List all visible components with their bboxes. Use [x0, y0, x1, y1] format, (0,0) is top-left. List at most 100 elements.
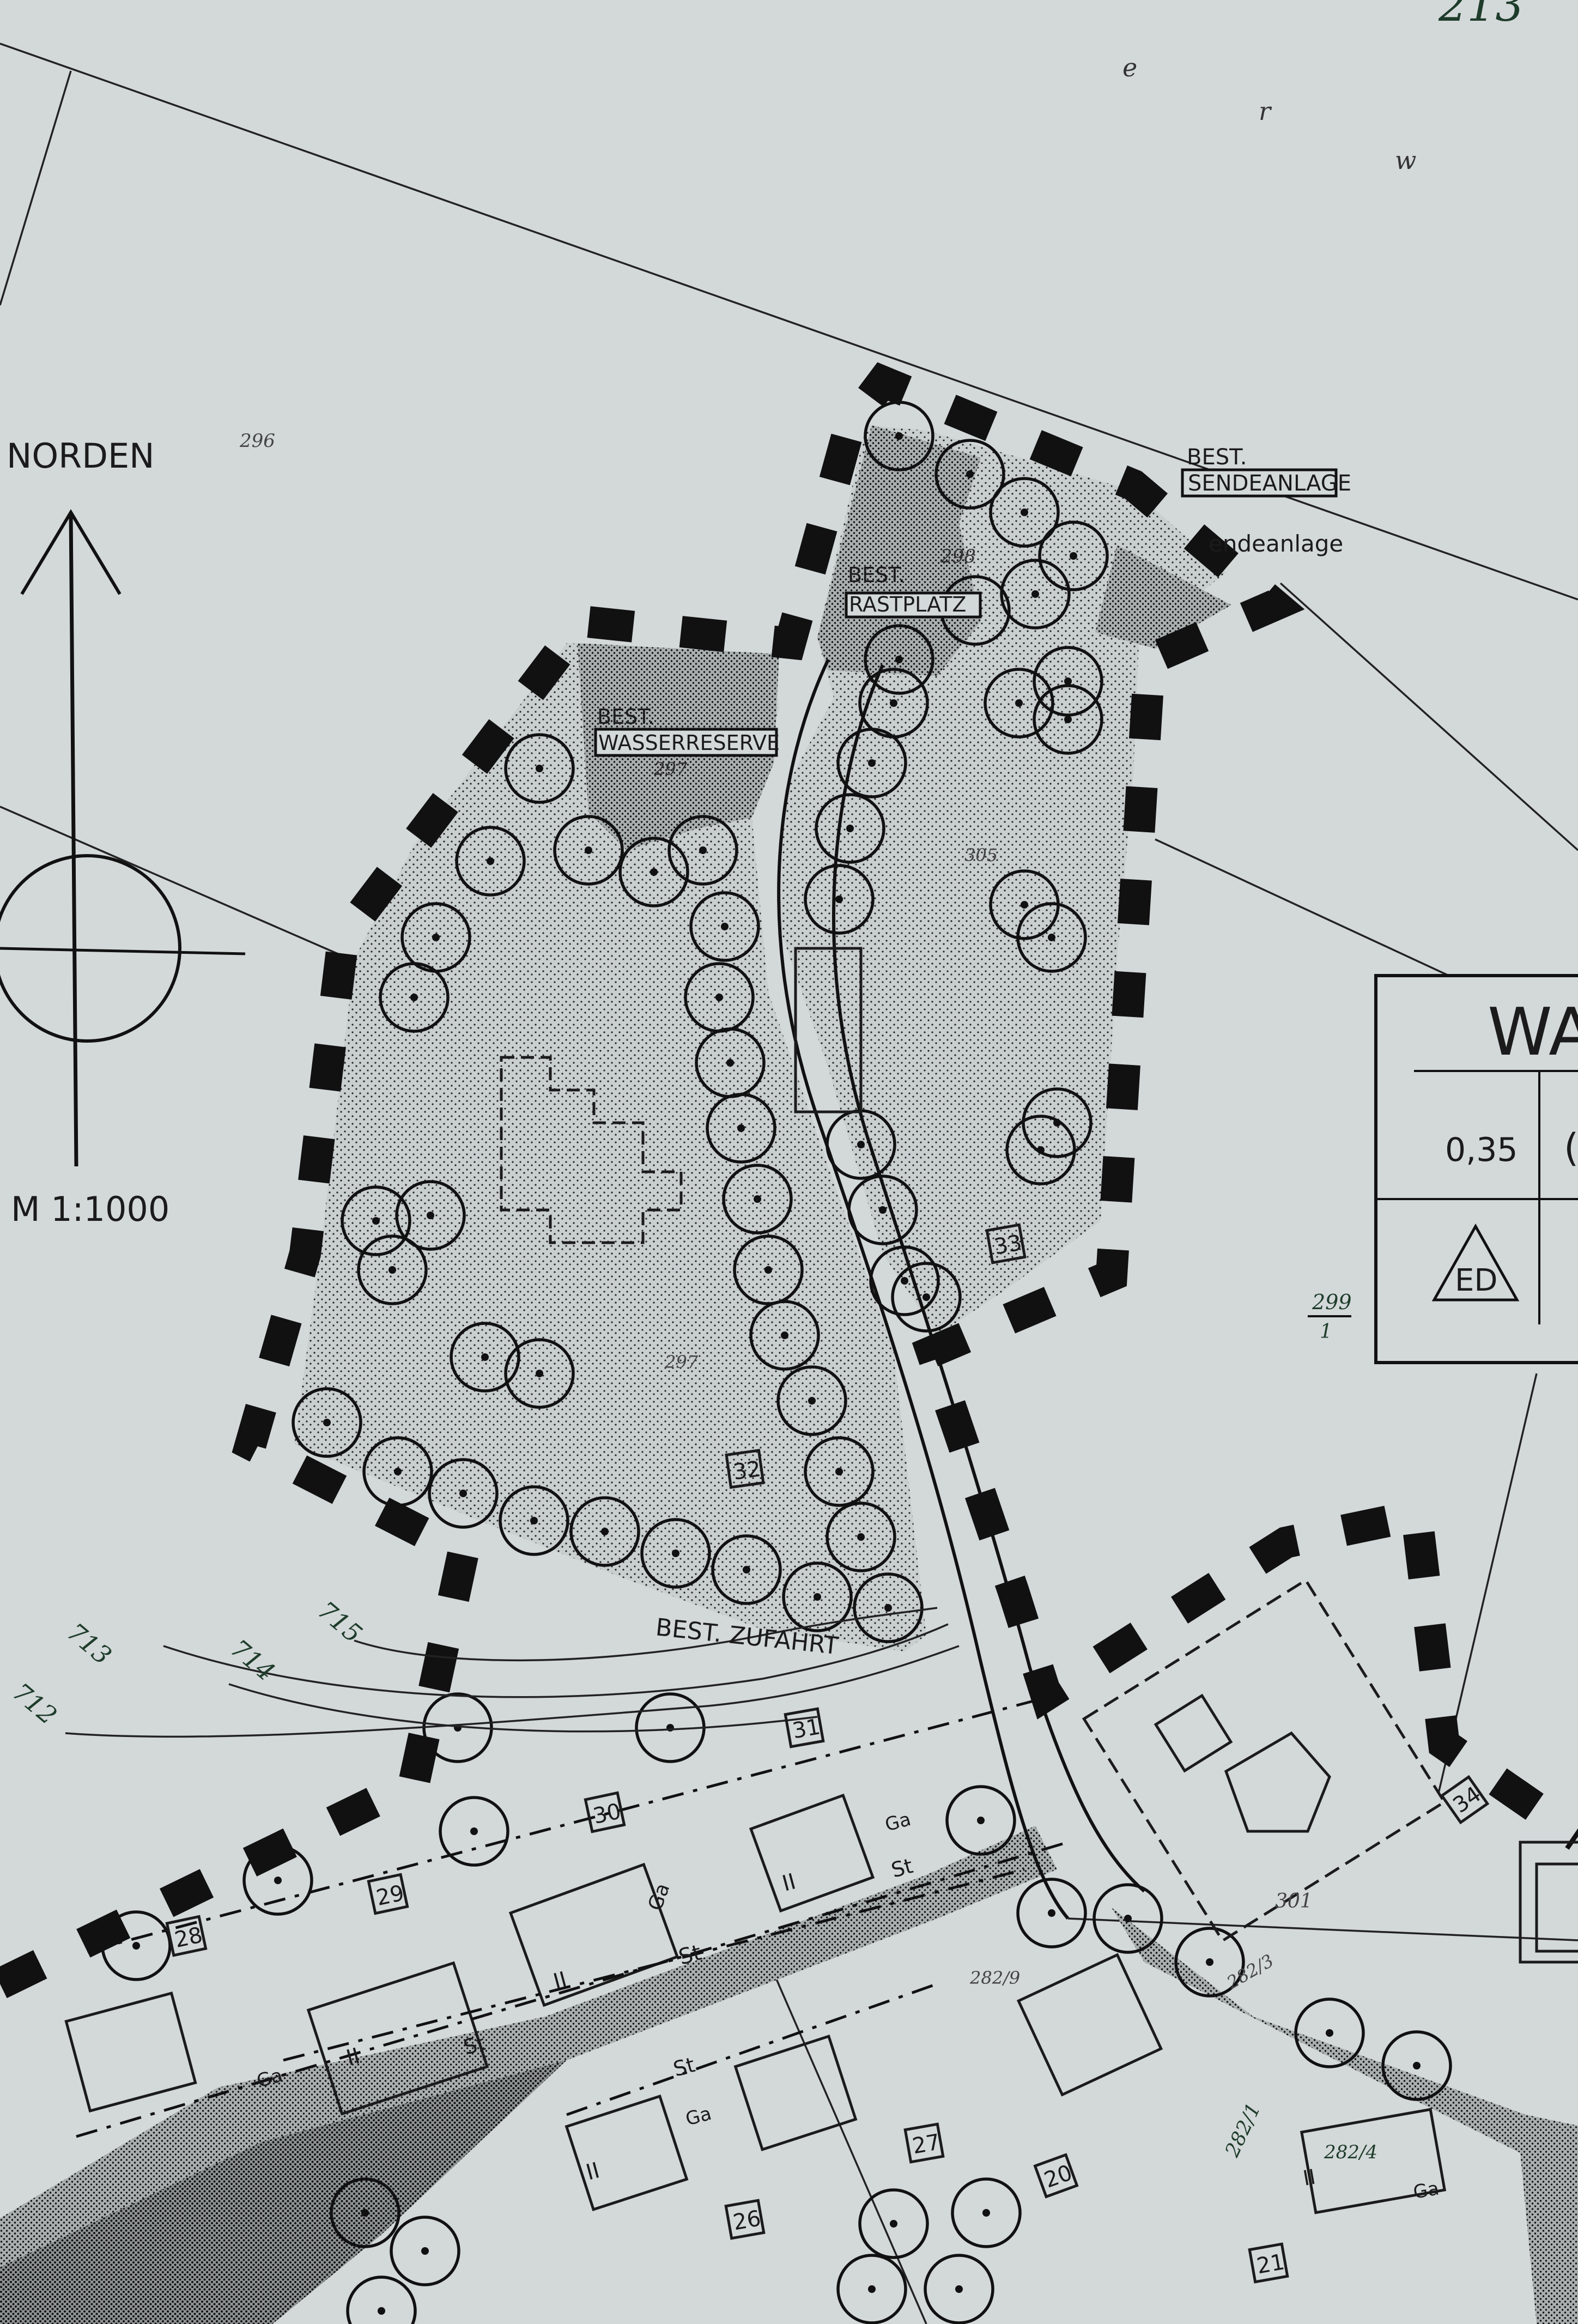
tree-trunk	[890, 699, 897, 707]
tree-symbol	[711, 1534, 782, 1605]
tree-trunk	[1053, 1119, 1061, 1127]
tree-symbol	[504, 1338, 575, 1409]
tree-symbol	[815, 793, 885, 864]
tree-trunk	[1326, 2029, 1333, 2037]
lot-number-28: 28	[173, 1922, 205, 1953]
lot-lines	[76, 1699, 1069, 2138]
floors-label-3: II	[780, 1869, 799, 1897]
contour-715: 715	[312, 1595, 368, 1649]
ed-triangle-icon	[1431, 1223, 1520, 1302]
zoning-cell-partial: (	[1564, 1125, 1578, 1170]
tree-symbol	[1022, 1087, 1093, 1158]
handwritten-ref-number: 213	[1438, 0, 1524, 32]
tree-symbol	[362, 1436, 433, 1507]
tree-symbol	[853, 1572, 924, 1643]
tree-symbol	[499, 1485, 569, 1556]
tree-symbol	[869, 1245, 940, 1316]
tree-symbol	[1381, 2030, 1452, 2101]
tree-symbol	[330, 2177, 400, 2248]
tree-symbol	[390, 2216, 460, 2286]
tree-symbol	[864, 401, 934, 471]
lot-number-26: 26	[731, 2206, 763, 2235]
tree-trunk	[394, 1468, 402, 1475]
tree-symbol	[341, 1185, 411, 1256]
tree-trunk	[726, 1059, 734, 1067]
tree-trunk	[427, 1212, 434, 1219]
parking-label-3: St	[889, 1854, 915, 1883]
tree-symbol	[1016, 902, 1087, 973]
tree-trunk	[982, 2209, 990, 2217]
tree-trunk	[361, 2209, 369, 2217]
parcel-282-3: 282/3	[1223, 1950, 1277, 1994]
tree-symbol	[733, 1234, 804, 1305]
tree-trunk	[481, 1353, 489, 1361]
garage-label-2: Ga	[683, 2103, 714, 2131]
tree-trunk	[764, 1266, 772, 1274]
tree-symbol	[945, 1785, 1016, 1856]
tree-trunk	[274, 1877, 282, 1884]
tree-trunk	[1124, 1915, 1132, 1922]
parcel-282-4: 282/4	[1324, 2141, 1377, 2163]
transmitter-area	[1095, 545, 1231, 649]
tree-symbol	[379, 962, 450, 1033]
tree-trunk	[814, 1593, 821, 1601]
tree-trunk	[1206, 1958, 1213, 1966]
tree-symbol	[951, 2177, 1022, 2248]
tree-symbol	[776, 1365, 847, 1436]
rest-area-parcel: 298	[940, 546, 976, 567]
lot-number-21: 21	[1255, 2249, 1286, 2279]
tree-symbol	[836, 2254, 907, 2324]
tree-symbol	[706, 1093, 776, 1164]
tree-symbol	[836, 728, 907, 798]
tree-trunk	[536, 1370, 543, 1377]
tree-symbol	[1016, 1878, 1087, 1948]
tree-trunk	[846, 825, 854, 832]
tree-trunk	[585, 846, 592, 854]
tree-symbol	[989, 477, 1060, 548]
water-reserve-name: WASSERRESERVE	[598, 731, 780, 755]
tree-trunk	[901, 1277, 908, 1285]
tree-trunk	[459, 1490, 467, 1497]
tree-trunk	[1048, 934, 1055, 941]
tree-trunk	[835, 895, 843, 903]
north-label: NORDEN	[7, 436, 155, 476]
tree-trunk	[966, 470, 974, 478]
stray-letter-r: r	[1259, 96, 1272, 126]
plan-boundary	[0, 362, 1578, 1999]
tree-trunk	[890, 2220, 897, 2228]
facility-label-boxes	[594, 468, 1338, 757]
tree-trunk	[754, 1195, 761, 1203]
parcel-fraction-den: 1	[1320, 1321, 1332, 1343]
floors-label-5: II	[1301, 2165, 1318, 2190]
parking-label-2: St	[671, 2053, 697, 2081]
lot-number-31: 31	[791, 1714, 822, 1744]
lot-number-32: 32	[732, 1456, 763, 1485]
tree-symbol	[292, 1387, 362, 1458]
tree-trunk	[955, 2285, 963, 2293]
tree-trunk	[895, 432, 903, 440]
tree-symbol	[428, 1458, 499, 1529]
tree-symbol	[804, 864, 875, 935]
tree-symbol	[569, 1496, 640, 1567]
zoning-grz: 0,35	[1445, 1131, 1518, 1169]
tree-trunk	[1070, 552, 1077, 560]
parcel-301: 301	[1275, 1890, 1313, 1913]
tree-symbol	[618, 837, 689, 907]
parcel-282-9: 282/9	[969, 1968, 1020, 1988]
parcel-lines	[0, 43, 1578, 2324]
tree-trunk	[487, 857, 494, 865]
street-strip-2	[0, 2060, 567, 2324]
tree-symbol	[1174, 1927, 1245, 1998]
tree-trunk	[781, 1332, 788, 1339]
garage-label-5: Ga	[1412, 2177, 1441, 2204]
tree-trunk	[372, 1217, 380, 1225]
tree-trunk	[1064, 716, 1072, 723]
garage-label: Ga	[644, 1880, 675, 1914]
buildings	[64, 947, 1578, 2214]
tree-symbol	[1038, 521, 1109, 591]
tree-trunk	[1048, 1909, 1055, 1917]
tree-symbol	[1093, 1883, 1163, 1954]
lot-number-30: 30	[591, 1799, 623, 1829]
tree-symbol	[1005, 1115, 1076, 1185]
tree-symbol	[749, 1300, 820, 1371]
